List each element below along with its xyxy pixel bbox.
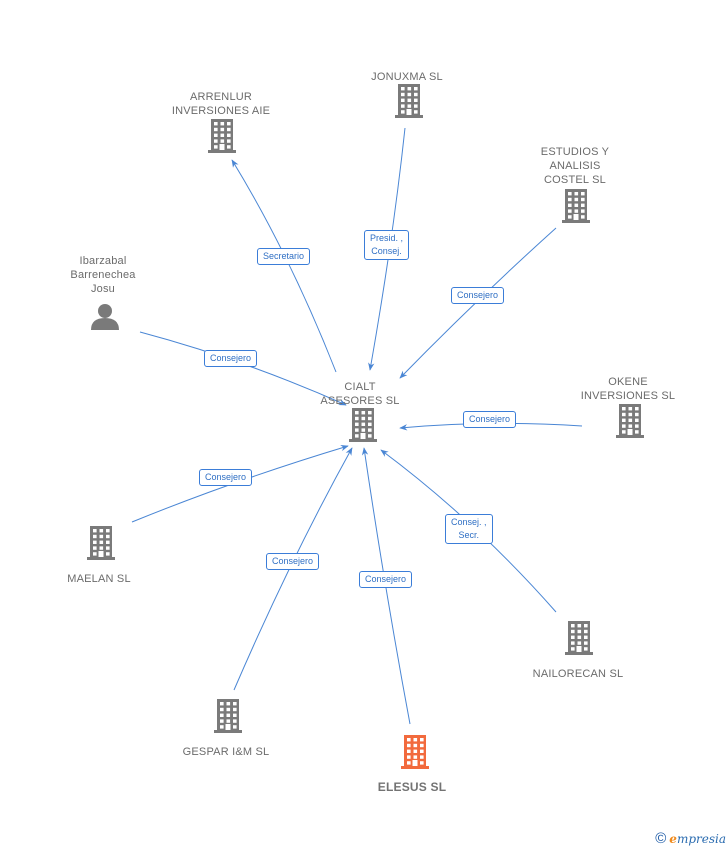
node-label-nailorecan[interactable]: NAILORECAN SL: [532, 668, 624, 680]
building-icon[interactable]: [616, 404, 644, 438]
footer-brand: © empresia: [655, 830, 726, 847]
building-icon[interactable]: [562, 189, 590, 223]
node-label-elesus[interactable]: ELESUS SL: [377, 780, 447, 794]
node-label-okene[interactable]: OKENE INVERSIONES SL: [580, 376, 676, 402]
copyright-icon: ©: [655, 830, 667, 847]
brand-logo: empresia: [669, 831, 726, 846]
node-label-jonuxma[interactable]: JONUXMA SL: [371, 71, 443, 83]
role-badge-arrenlur[interactable]: Secretario: [257, 248, 311, 265]
role-badge-estudios[interactable]: Consejero: [451, 287, 505, 304]
building-icon[interactable]: [395, 84, 423, 118]
role-badge-okene[interactable]: Consejero: [463, 411, 517, 428]
building-icon[interactable]: [349, 408, 377, 442]
role-badge-ibarzabal[interactable]: Consejero: [204, 350, 258, 367]
role-badge-maelan[interactable]: Consejero: [199, 469, 253, 486]
node-label-estudios[interactable]: ESTUDIOS Y ANALISIS COSTEL SL: [540, 146, 610, 186]
center-node-label[interactable]: CIALT ASESORES SL: [320, 381, 400, 407]
role-badge-elesus[interactable]: Consejero: [359, 571, 413, 588]
node-label-gespar[interactable]: GESPAR I&M SL: [182, 746, 270, 758]
person-icon[interactable]: [91, 304, 119, 330]
building-icon[interactable]: [214, 699, 242, 733]
role-badge-jonuxma[interactable]: Presid. , Consej.: [364, 230, 410, 260]
edge-arrenlur: [231, 159, 337, 373]
role-badge-nailorecan[interactable]: Consej. , Secr.: [445, 514, 493, 544]
building-icon[interactable]: [401, 735, 429, 769]
node-label-maelan[interactable]: MAELAN SL: [67, 573, 131, 585]
building-icon[interactable]: [87, 526, 115, 560]
role-badge-gespar[interactable]: Consejero: [266, 553, 320, 570]
node-label-arrenlur[interactable]: ARRENLUR INVERSIONES AIE: [171, 91, 271, 117]
building-icon[interactable]: [565, 621, 593, 655]
building-icon[interactable]: [208, 119, 236, 153]
node-label-ibarzabal[interactable]: Ibarzabal Barrenechea Josu: [70, 255, 136, 295]
